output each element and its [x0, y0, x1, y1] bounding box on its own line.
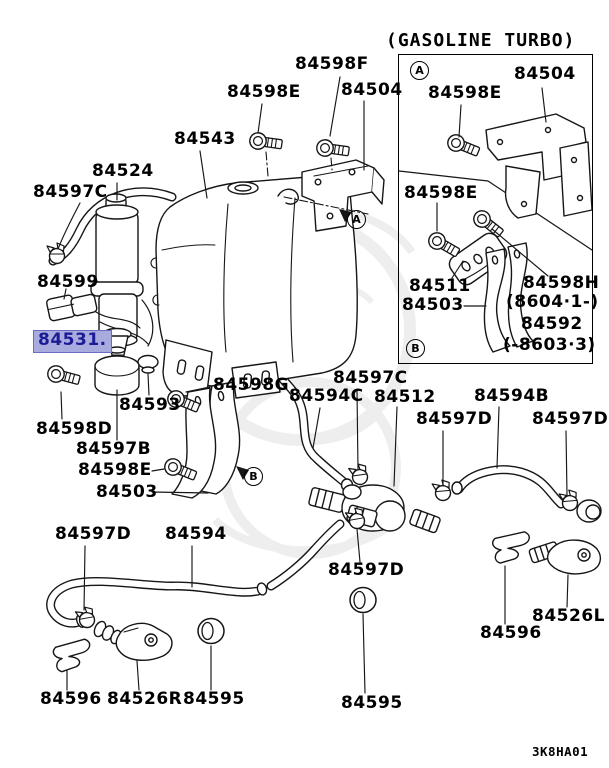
bolt-84598f: [315, 138, 351, 161]
part-label-84594c[interactable]: 84594C: [289, 386, 364, 406]
marker-a-inset: A: [410, 61, 429, 80]
part-label-84598f[interactable]: 84598F: [295, 54, 369, 74]
part-label-84597d-right[interactable]: 84597D: [532, 409, 609, 429]
label-date-range-1: (8604·1-): [506, 292, 599, 312]
part-label-84592[interactable]: 84592: [521, 314, 583, 334]
marker-b-main: B: [244, 467, 263, 486]
inset-artwork: [398, 113, 593, 353]
part-label-84598h[interactable]: 84598H: [523, 273, 600, 293]
part-label-84598e-inset1[interactable]: 84598E: [428, 83, 502, 103]
part-label-84598e-mid[interactable]: 84598E: [78, 460, 152, 480]
part-label-84596-right[interactable]: 84596: [480, 623, 542, 643]
part-label-84512[interactable]: 84512: [374, 387, 436, 407]
grommet-84595-mid: [349, 586, 377, 614]
part-label-84531-highlighted[interactable]: 84531.: [33, 330, 112, 353]
part-label-84599[interactable]: 84599: [37, 272, 99, 292]
part-label-84511[interactable]: 84511: [409, 276, 471, 296]
part-label-84594b[interactable]: 84594B: [474, 386, 550, 406]
part-label-84524[interactable]: 84524: [92, 161, 154, 181]
part-label-84596-left[interactable]: 84596: [40, 689, 102, 709]
clip-84596-right: [491, 530, 532, 565]
nozzle-84526r: [93, 620, 173, 661]
marker-a-main: A: [347, 210, 366, 229]
bracket-84503-main: [171, 381, 241, 499]
part-label-84593[interactable]: 84593: [119, 395, 181, 415]
washer-tank: [150, 174, 358, 399]
part-label-84595-mid[interactable]: 84595: [341, 693, 403, 713]
part-label-84526r[interactable]: 84526R: [107, 689, 183, 709]
part-label-84597d-mid[interactable]: 84597D: [416, 409, 493, 429]
part-label-84595-left[interactable]: 84595: [183, 689, 245, 709]
part-label-84504-inset[interactable]: 84504: [514, 64, 576, 84]
part-label-84598e-inset2[interactable]: 84598E: [404, 183, 478, 203]
part-label-84598g[interactable]: 84598G: [213, 375, 290, 395]
part-label-84597d-botleft[interactable]: 84597D: [55, 524, 132, 544]
marker-b-inset: B: [406, 339, 425, 358]
band-84597b: [94, 355, 140, 396]
part-label-84503-inset[interactable]: 84503: [402, 295, 464, 315]
part-label-84598d[interactable]: 84598D: [36, 419, 113, 439]
hose-end-fitting-right: [576, 499, 602, 523]
part-label-84594[interactable]: 84594: [165, 524, 227, 544]
grommet-84593: [137, 354, 159, 374]
nozzle-84526l: [528, 539, 602, 575]
leader-lines: [57, 76, 569, 694]
clip-84596-left: [51, 637, 94, 674]
check-valve-84512: [308, 484, 441, 534]
part-label-84597c-left[interactable]: 84597C: [33, 182, 108, 202]
bolt-84598e-top: [248, 131, 284, 154]
label-date-range-2: (-8603·3): [503, 335, 596, 355]
clamp-84597d-mid: [431, 478, 452, 503]
gasoline-turbo-inset-box: [398, 54, 593, 364]
grommet-84595-left: [197, 617, 225, 645]
part-label-84597b[interactable]: 84597B: [76, 439, 152, 459]
part-label-84597c-mid[interactable]: 84597C: [333, 368, 408, 388]
diagram-code: 3K8HA01: [532, 744, 589, 759]
pump-bracket-84599: [46, 293, 154, 347]
inset-title: (GASOLINE TURBO): [386, 30, 576, 51]
part-label-84543[interactable]: 84543: [174, 129, 236, 149]
part-label-84598e-top[interactable]: 84598E: [227, 82, 301, 102]
part-label-84526l[interactable]: 84526L: [532, 606, 605, 626]
part-label-84504-main[interactable]: 84504: [341, 80, 403, 100]
bolt-84598d: [45, 363, 83, 389]
part-label-84597d-botmid[interactable]: 84597D: [328, 560, 405, 580]
part-label-84503-main[interactable]: 84503: [96, 482, 158, 502]
